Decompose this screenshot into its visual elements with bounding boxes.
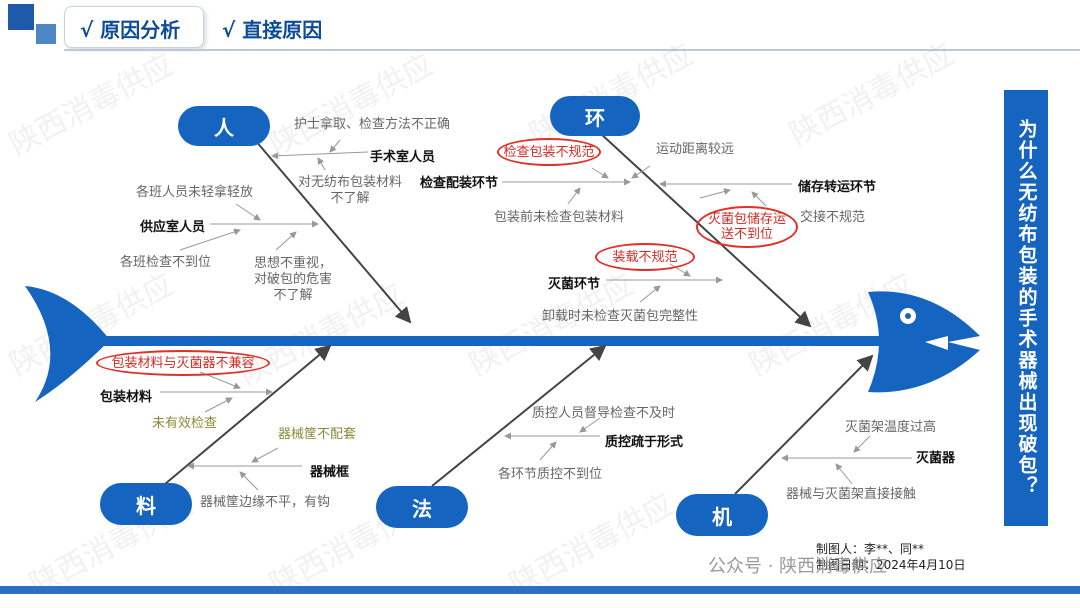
cause-key: 供应室人员 [140,220,206,235]
cause-text: 灭菌架温度过高 [845,420,937,435]
bone-liao [164,344,332,485]
bone-ji [734,354,874,495]
bone-fa [431,344,607,487]
cause-key: 灭菌环节 [548,277,601,292]
cause-key: 灭菌器 [916,451,956,466]
cause-text: 运动距离较远 [656,142,735,157]
cause-text: 对无纺布包装材料 不了解 [297,175,402,206]
header-divider [64,49,1080,51]
cause-text: 各班检查不到位 [120,255,212,270]
cause-text: 器械筐不配套 [278,427,357,442]
cause-text: 卸载时未检查灭菌包完整性 [542,309,699,324]
tab-cause-analysis[interactable]: √ 原因分析 [80,18,181,42]
cause-key: 储存转运环节 [798,180,877,195]
cause-text: 各班人员未轻拿轻放 [136,185,254,200]
cause-key: 质控疏于形式 [605,435,684,450]
highlight-circle: 包装材料与灭菌器不兼容 [96,350,270,376]
category-huan: 环 [550,96,640,136]
bottom-space [0,594,1080,608]
side-question-panel: 为什么无纺布包装的手术器械出现破包？ [1004,90,1048,526]
cause-text: 器械筐边缘不平，有钩 [200,495,331,510]
side-question: 为什么无纺布包装的手术器械出现破包？ [1015,119,1038,497]
tab-box [64,6,204,48]
footer-date: 制图日期：2024年4月10日 [816,558,966,572]
header-bar: √ 原因分析 √ 直接原因 [0,0,1080,54]
cause-text: 器械与灭菌架直接接触 [786,487,917,502]
highlight-circle: 装载不规范 [595,243,695,271]
category-liao: 料 [100,483,192,525]
cause-key: 包装材料 [100,390,153,405]
bottom-bar [0,586,1080,594]
wechat-watermark: 公众号 · 陕西消毒供应 [708,556,888,577]
cause-text: 交接不规范 [800,210,866,225]
category-ji: 机 [676,494,768,536]
cause-key: 手术室人员 [370,150,436,165]
fish-head [868,291,980,393]
fish-tail [25,286,110,402]
header-square-light [34,22,58,46]
header-square-dark [8,4,34,30]
highlight-circle: 检查包装不规范 [497,138,601,166]
cause-text: 思想不重视， 对破包的危害 不了解 [253,256,332,303]
cause-text: 质控人员督导检查不及时 [532,406,676,421]
highlight-circle: 灭菌包储存运 送不到位 [696,206,798,248]
tab-direct-cause[interactable]: √ 直接原因 [222,18,323,42]
category-ren: 人 [178,106,270,146]
bone-ren [254,139,412,324]
cause-text: 护士拿取、检查方法不正确 [294,117,451,132]
footer-maker: 制图人：李**、同** [816,542,925,556]
cause-key: 器械框 [310,465,350,480]
cause-key: 检查配装环节 [420,176,499,191]
category-fa: 法 [376,486,468,528]
cause-text: 包装前未检查包装材料 [494,210,625,225]
cause-text: 未有效检查 [152,416,218,431]
fish-spine [100,336,890,346]
cause-text: 各环节质控不到位 [498,467,603,482]
